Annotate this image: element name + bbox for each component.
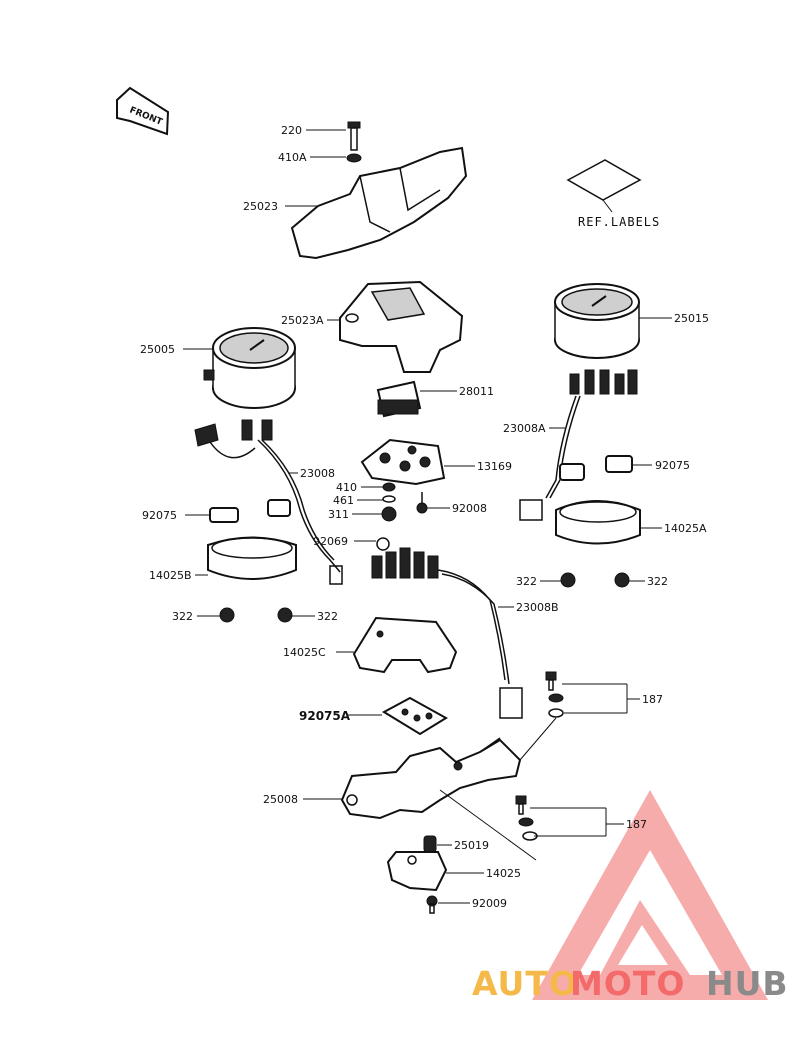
grommet-92075-left [209, 499, 291, 523]
label-92008: 92008 [452, 502, 487, 515]
label-25008: 25008 [263, 793, 298, 806]
label-25019: 25019 [454, 839, 489, 852]
label-92069: 92069 [313, 535, 348, 548]
label-23008A: 23008A [503, 422, 546, 435]
label-322-left-b: 322 [317, 610, 338, 623]
bolt-220 [346, 121, 362, 163]
nut-322-right-a [560, 572, 576, 588]
housing-base-14025C [352, 616, 458, 674]
screw-92008 [416, 492, 428, 514]
ref-labels-sheet: REF.LABELS [566, 159, 660, 229]
label-25005: 25005 [140, 343, 175, 356]
label-92075A: 92075A [299, 709, 351, 723]
bolt-set-187-upper [545, 671, 564, 718]
label-25023: 25023 [243, 200, 278, 213]
label-28011: 28011 [459, 385, 494, 398]
meter-cover-25023 [290, 146, 468, 260]
label-461: 461 [333, 494, 354, 507]
label-25015: 25015 [674, 312, 709, 325]
label-322-right-b: 322 [647, 575, 668, 588]
label-25023A: 25023A [281, 314, 324, 327]
washer-461 [382, 495, 396, 503]
label-410: 410 [336, 481, 357, 494]
label-311: 311 [328, 508, 349, 521]
label-23008: 23008 [300, 467, 335, 480]
socket-assembly-13169 [360, 438, 446, 486]
label-14025: 14025 [486, 867, 521, 880]
label-220: 220 [281, 124, 302, 137]
label-14025A: 14025A [664, 522, 707, 535]
nut-322-right-b [614, 572, 630, 588]
label-92075-right: 92075 [655, 459, 690, 472]
label-322-left-a: 322 [172, 610, 193, 623]
indicator-28011 [376, 380, 422, 418]
front-arrow-icon: FRONT [116, 86, 170, 136]
bulb-socket-92069 [371, 537, 439, 579]
watermark-logo-icon [532, 790, 768, 1000]
rubber-pad-92075A [381, 696, 448, 736]
watermark-auto: AUTO [472, 964, 578, 1003]
indicator-housing-25023A [339, 280, 464, 373]
label-322-right-a: 322 [516, 575, 537, 588]
meter-bracket-14025B [207, 536, 297, 580]
ref-labels-text: REF.LABELS [578, 215, 660, 229]
bracket-14025 [386, 851, 448, 892]
nut-322-left-b [277, 607, 293, 623]
label-410A: 410A [278, 151, 307, 164]
meter-bracket-14025A [555, 500, 641, 545]
wire-harness-23008A [519, 369, 638, 521]
label-92009: 92009 [472, 897, 507, 910]
label-23008B: 23008B [516, 601, 559, 614]
wire-harness-23008 [194, 419, 343, 585]
nut-311 [381, 506, 397, 522]
bolt-92009 [426, 895, 438, 914]
nut-322-left-a [219, 607, 235, 623]
watermark-moto: MOTO [570, 964, 685, 1003]
meter-bracket-25008 [340, 737, 522, 820]
speedometer-25005 [203, 327, 296, 409]
wire-harness-23008B [437, 569, 523, 719]
watermark-hub: HUB [706, 964, 789, 1003]
grommet-92075-right [559, 455, 633, 481]
bolt-set-187-lower [515, 795, 538, 841]
damper-25019 [423, 835, 437, 853]
label-187-upper: 187 [642, 693, 663, 706]
watermark-text: AUTO MOTO HUB [472, 964, 789, 1003]
label-13169: 13169 [477, 460, 512, 473]
label-14025B: 14025B [149, 569, 192, 582]
label-14025C: 14025C [283, 646, 326, 659]
washer-410 [382, 482, 396, 492]
label-92075-left: 92075 [142, 509, 177, 522]
label-187-lower: 187 [626, 818, 647, 831]
tachometer-25015 [554, 283, 640, 359]
